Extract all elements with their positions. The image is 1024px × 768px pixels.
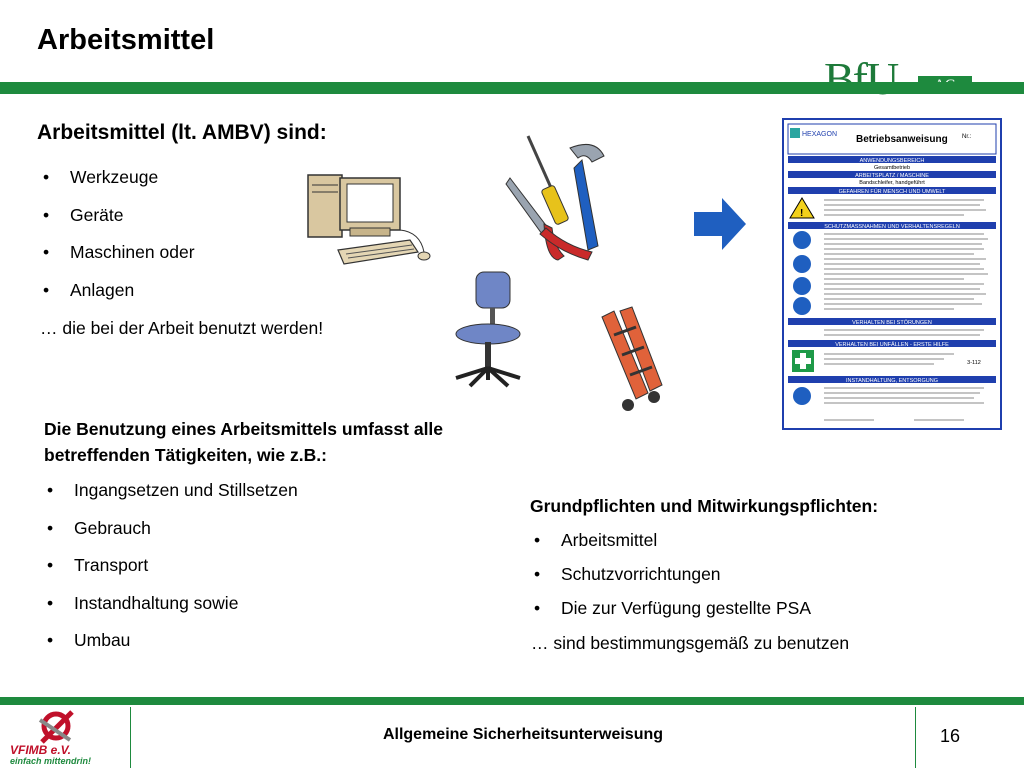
section2-list: Ingangsetzen und Stillsetzen Gebrauch Tr… (44, 480, 298, 668)
header-bar (0, 82, 1024, 94)
section1-title: Arbeitsmittel (lt. AMBV) sind: (37, 121, 327, 144)
section1-list: Werkzeuge Geräte Maschinen oder Anlagen (40, 167, 195, 317)
list-item: Schutzvorrichtungen (531, 564, 811, 598)
sheet-section: ARBEITSPLATZ / MASCHINE (855, 173, 929, 179)
footer-bar (0, 697, 1024, 705)
computer-icon (307, 174, 431, 265)
section2-title: Die Benutzung eines Arbeitsmittels umfas… (44, 419, 444, 465)
list-item: Transport (44, 555, 298, 593)
list-item: Gebrauch (44, 518, 298, 556)
list-item: Maschinen oder (40, 242, 195, 280)
tools-icon (505, 135, 605, 261)
list-item: Werkzeuge (40, 167, 195, 205)
footer-divider (130, 707, 131, 768)
sheet-section: VERHALTEN BEI STÖRUNGEN (852, 319, 932, 326)
slide-title: Arbeitsmittel (37, 24, 215, 56)
section3-list: Arbeitsmittel Schutzvorrichtungen Die zu… (531, 530, 811, 632)
sheet-company: HEXAGON (802, 131, 837, 138)
section3-note: … sind bestimmungsgemäß zu benutzen (531, 633, 850, 653)
list-item: Umbau (44, 630, 298, 668)
sheet-section: ANWENDUNGSBEREICH (860, 158, 925, 164)
sheet-number: Nr.: (962, 134, 972, 140)
list-item: Anlagen (40, 280, 195, 318)
sheet-title: Betriebsanweisung (856, 134, 948, 145)
sheet-phone: 3-112 (967, 360, 981, 366)
vfimb-logo-name: VFIMB e.V. (10, 743, 71, 757)
office-chair-icon (455, 271, 521, 388)
vfimb-logo-slogan: einfach mittendrin! (10, 756, 91, 766)
list-item: Die zur Verfügung gestellte PSA (531, 598, 811, 632)
list-item: Geräte (40, 205, 195, 243)
sheet-section: INSTANDHALTUNG, ENTSORGUNG (846, 378, 938, 384)
sheet-section: VERHALTEN BEI UNFÄLLEN - ERSTE HILFE (835, 341, 949, 348)
section3-title: Grundpflichten und Mitwirkungspflichten: (530, 496, 879, 516)
arrow-right-icon (694, 198, 746, 250)
page-number: 16 (940, 726, 961, 746)
list-item: Arbeitsmittel (531, 530, 811, 564)
bfu-logo: BfU (824, 53, 899, 104)
footer-divider (915, 707, 916, 768)
sheet-section: SCHUTZMASSNAHMEN UND VERHALTENSREGELN (824, 224, 960, 230)
hand-truck-icon (601, 306, 663, 411)
sheet-line: Bandschleifer, handgeführt (859, 180, 925, 186)
operating-instructions-sheet: HEXAGON Betriebsanweisung Nr.: ANWENDUNG… (782, 118, 1002, 430)
sheet-section: GEFAHREN FÜR MENSCH UND UMWELT (839, 188, 946, 195)
vfimb-logo: VFIMB e.V. einfach mittendrin! (10, 710, 91, 766)
list-item: Instandhaltung sowie (44, 593, 298, 631)
list-item: Ingangsetzen und Stillsetzen (44, 480, 298, 518)
sheet-line: Gesamtbetrieb (874, 165, 910, 171)
section1-note: … die bei der Arbeit benutzt werden! (40, 318, 324, 338)
svg-text:!: ! (800, 208, 803, 219)
footer-title: Allgemeine Sicherheitsunterweisung (382, 726, 664, 743)
